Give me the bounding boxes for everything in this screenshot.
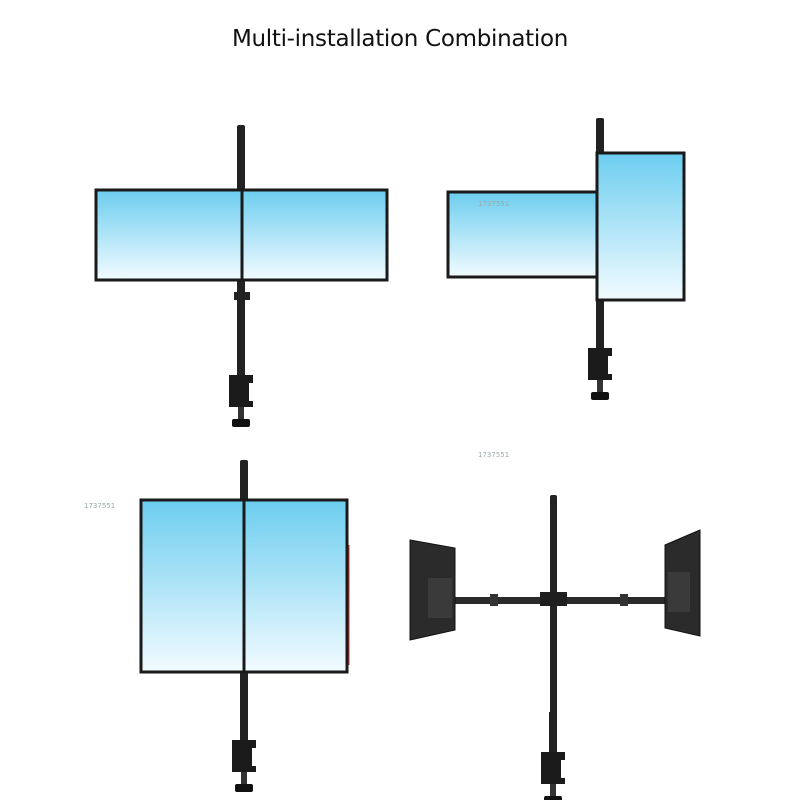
monitor-left — [94, 188, 244, 282]
desk-clamp — [588, 308, 612, 400]
desk-clamp — [229, 335, 253, 427]
page-title: Multi-installation Combination — [231, 26, 569, 52]
monitor-right — [240, 188, 389, 282]
monitor-portrait — [595, 151, 686, 302]
monitor-landscape — [446, 190, 600, 279]
monitor-left — [139, 498, 246, 674]
config-landscape-portrait: 1737551 — [446, 118, 686, 400]
config-two-portrait: 1737551 — [84, 460, 350, 792]
watermark: 1737551 — [84, 502, 115, 510]
desk-clamp — [541, 712, 565, 800]
pole — [550, 495, 557, 740]
monitor-right — [242, 498, 349, 674]
desk-clamp — [232, 700, 256, 792]
watermark: 1737551 — [478, 200, 509, 208]
config-side-view: 1737551 — [409, 451, 701, 800]
config-two-landscape — [94, 125, 389, 427]
watermark: 1737551 — [478, 451, 509, 459]
